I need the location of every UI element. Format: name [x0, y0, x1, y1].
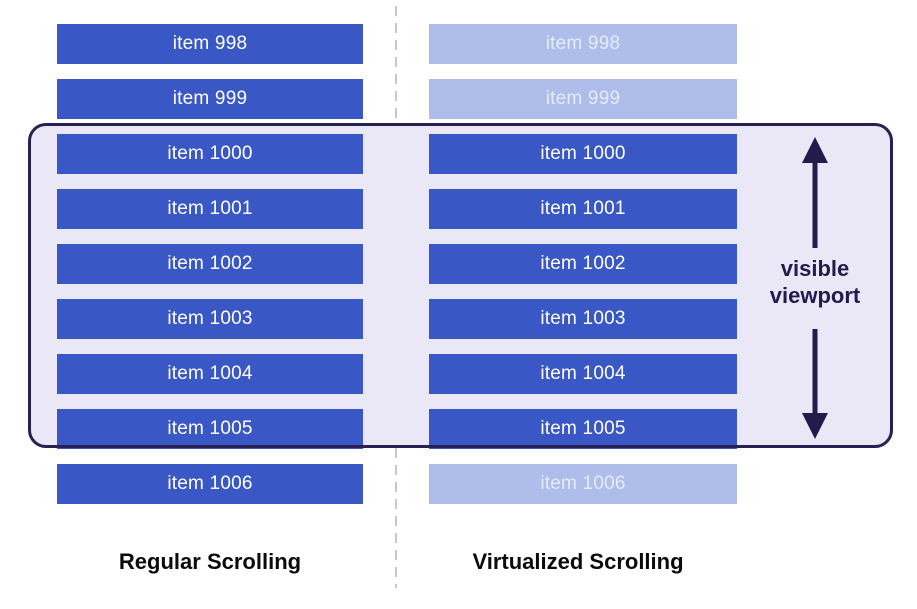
list-item: item 1006	[57, 464, 363, 504]
viewport-label: visible viewport	[769, 256, 861, 308]
virtualized-scrolling-list: item 998 item 999 item 1000 item 1001 item 1…	[429, 24, 737, 504]
viewport-range-arrow	[802, 137, 828, 439]
list-item: item 1001	[429, 189, 737, 229]
list-item: item 1000	[57, 134, 363, 174]
list-item: item 1005	[429, 409, 737, 449]
list-item: item 999	[57, 79, 363, 119]
list-item: item 1002	[57, 244, 363, 284]
list-item: item 1000	[429, 134, 737, 174]
list-item: item 998	[429, 24, 737, 64]
list-item: item 1004	[57, 354, 363, 394]
list-item: item 1006	[429, 464, 737, 504]
list-item: item 1004	[429, 354, 737, 394]
list-item: item 1002	[429, 244, 737, 284]
list-item: item 1005	[57, 409, 363, 449]
arrow-up-icon	[802, 137, 828, 248]
caption-virtualized-scrolling: Virtualized Scrolling	[472, 549, 684, 574]
list-item: item 1003	[429, 299, 737, 339]
list-item: item 999	[429, 79, 737, 119]
list-item: item 1001	[57, 189, 363, 229]
arrow-down-icon	[802, 329, 828, 439]
regular-scrolling-list: item 998 item 999 item 1000 item 1001 item 1…	[57, 24, 363, 504]
caption-regular-scrolling: Regular Scrolling	[118, 549, 302, 574]
list-item: item 1003	[57, 299, 363, 339]
list-item: item 998	[57, 24, 363, 64]
